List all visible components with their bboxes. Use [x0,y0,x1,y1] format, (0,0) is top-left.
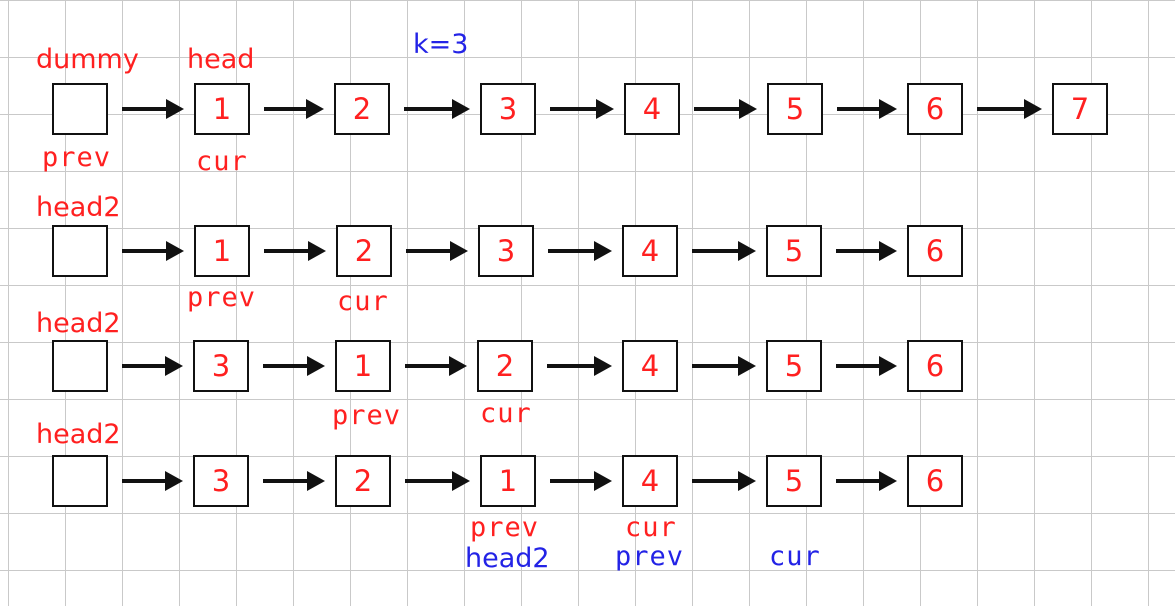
next-arrow-icon [264,241,326,261]
label-head2: head2 [36,308,121,339]
next-arrow-icon [122,471,183,491]
label-dummy: dummy [36,44,139,75]
list-node: 1 [480,455,536,507]
list-node: 1 [335,340,391,392]
list-node: 4 [624,83,680,135]
label-k: k=3 [413,29,469,60]
list-node: 2 [334,83,390,135]
label-head2: head2 [465,543,550,574]
list-node: 6 [907,340,963,392]
next-arrow-icon [122,356,183,376]
label-prev: prev [42,142,112,173]
next-arrow-icon [550,99,614,119]
list-node: 3 [193,340,249,392]
next-arrow-icon [548,241,612,261]
list-node [52,455,108,507]
next-arrow-icon [263,471,325,491]
next-arrow-icon [836,356,897,376]
next-arrow-icon [405,471,470,491]
list-node: 5 [766,340,822,392]
list-node: 6 [907,83,963,135]
label-cur: cur [625,512,677,543]
list-node: 7 [1052,83,1108,135]
list-node: 4 [622,225,678,277]
next-arrow-icon [977,99,1042,119]
next-arrow-icon [264,99,324,119]
list-node [52,340,108,392]
next-arrow-icon [122,99,184,119]
next-arrow-icon [837,99,897,119]
label-cur: cur [480,398,532,429]
label-prev: prev [187,282,257,313]
next-arrow-icon [263,356,325,376]
list-node [52,83,108,135]
list-node: 5 [767,83,823,135]
list-node: 2 [336,225,392,277]
list-node: 4 [622,340,678,392]
label-cur: cur [337,286,389,317]
list-node: 1 [194,225,250,277]
list-node: 3 [193,455,249,507]
next-arrow-icon [836,241,897,261]
list-node: 2 [477,340,533,392]
next-arrow-icon [836,471,897,491]
list-node: 5 [766,455,822,507]
label-prev: prev [470,512,540,543]
label-head2: head2 [36,419,121,450]
next-arrow-icon [550,471,612,491]
next-arrow-icon [122,241,184,261]
list-node: 3 [478,225,534,277]
list-node: 2 [335,455,391,507]
next-arrow-icon [547,356,612,376]
list-node: 6 [907,225,963,277]
list-node: 1 [194,83,250,135]
next-arrow-icon [692,241,756,261]
list-node: 6 [907,455,963,507]
next-arrow-icon [694,99,757,119]
list-node: 3 [480,83,536,135]
label-head2: head2 [36,192,121,223]
next-arrow-icon [405,356,467,376]
next-arrow-icon [406,241,468,261]
label-prev: prev [332,400,402,431]
next-arrow-icon [692,356,756,376]
next-arrow-icon [404,99,470,119]
next-arrow-icon [692,471,756,491]
label-cur: cur [196,146,248,177]
label-prev: prev [615,541,685,572]
list-node: 4 [622,455,678,507]
label-head: head [187,44,255,75]
list-node [52,225,108,277]
label-cur: cur [769,541,821,572]
list-node: 5 [766,225,822,277]
